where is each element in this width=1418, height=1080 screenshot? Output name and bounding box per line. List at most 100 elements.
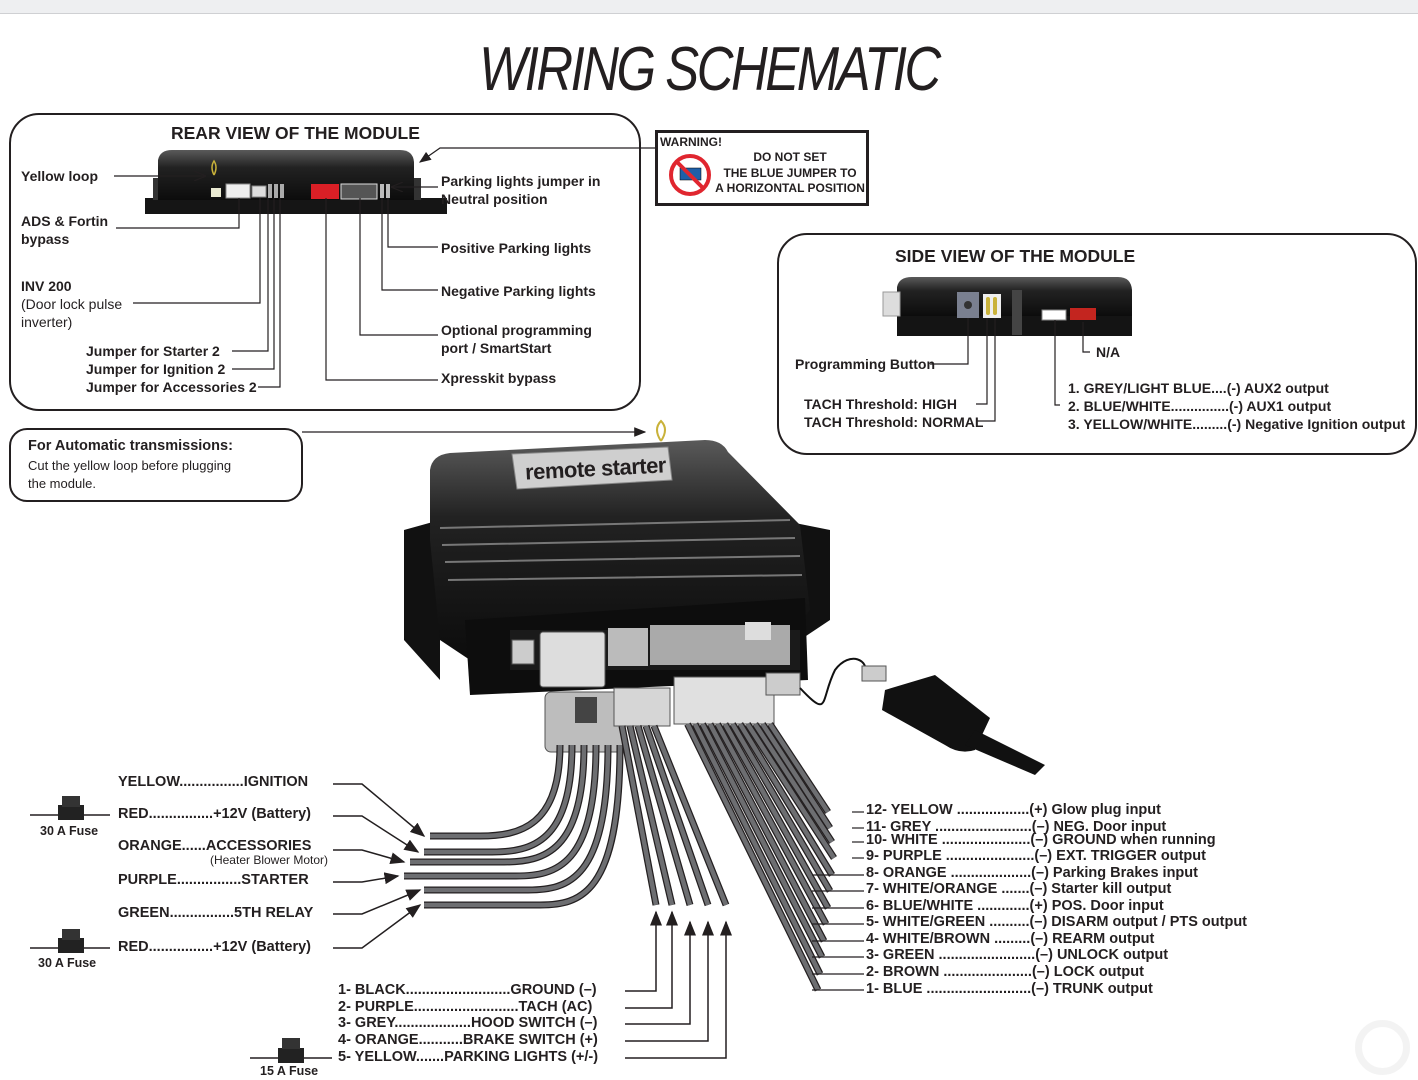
wire-function: +12V (Battery) xyxy=(213,806,311,822)
pin12-wire-label: 11- GREY ........................(–) NEG… xyxy=(866,819,1166,836)
label-parking-jumper-line2: Neutral position xyxy=(441,191,548,207)
pin12-wire-core xyxy=(700,722,825,959)
label-parking-jumper: Parking lights jumper in Neutral positio… xyxy=(441,172,600,208)
side-output-wire: 3. YELLOW/WHITE......... xyxy=(1068,416,1228,432)
pin12-wire-label: 7- WHITE/ORANGE .......(–) Starter kill … xyxy=(866,881,1171,898)
wire-function: TACH (AC) xyxy=(518,998,593,1015)
power-wire-label: RED................+12V (Battery) xyxy=(118,806,328,823)
rear-module-graphic xyxy=(145,150,447,214)
power-wire-label: PURPLE................STARTER xyxy=(118,872,328,889)
pin5-wire-core xyxy=(643,725,711,906)
label-inv200: INV 200 (Door lock pulse inverter) xyxy=(21,277,122,331)
side-view-heading: SIDE VIEW OF THE MODULE xyxy=(895,246,1136,266)
pin5-wire-core xyxy=(619,725,659,906)
label-jumper-ignition2: Jumper for Ignition 2 xyxy=(86,361,226,377)
wire-color: 1- BLUE .......................... xyxy=(866,981,1032,997)
pin12-wire-label: 6- BLUE/WHITE .............(+) POS. Door… xyxy=(866,898,1164,915)
side-output-function: (-) AUX1 output xyxy=(1229,398,1332,414)
pin12-wire-label: 2- BROWN ......................(–) LOCK … xyxy=(866,964,1144,981)
pin12-wire-core xyxy=(715,722,828,926)
pin12-wire-core xyxy=(738,722,834,877)
wire-color: 5- YELLOW....... xyxy=(338,1048,445,1065)
power-wire-label: RED................+12V (Battery) xyxy=(118,939,328,956)
side-view-panel xyxy=(777,233,1417,455)
side-output-wire: 2. BLUE/WHITE............... xyxy=(1068,398,1230,414)
pin5-wire-core xyxy=(635,725,693,906)
warning-box xyxy=(655,130,869,206)
label-programming-port: Optional programming port / SmartStart xyxy=(441,321,592,357)
wire-function: (+) Glow plug input xyxy=(1029,802,1161,818)
pin12-wire-core xyxy=(745,722,836,860)
pin12-wire-label: 3- GREEN ........................(–) UNL… xyxy=(866,947,1168,964)
wire-color: RED................ xyxy=(118,939,214,955)
pin12-wire-label: 10- WHITE ......................(–) GROU… xyxy=(866,832,1216,849)
pin5-wire-label: 5- YELLOW.......PARKING LIGHTS (+/-) xyxy=(338,1049,598,1066)
remote-starter-module-graphic xyxy=(404,440,830,695)
pin12-wire-core xyxy=(708,722,826,943)
wire-color: 12- YELLOW .................. xyxy=(866,802,1030,818)
wire-color: 9- PURPLE ...................... xyxy=(866,848,1035,864)
label-programming-port-line2: port / SmartStart xyxy=(441,340,552,356)
power-wire-core xyxy=(424,744,623,908)
yellow-loop-graphic xyxy=(656,419,666,442)
warning-line2: THE BLUE JUMPER TO xyxy=(723,165,857,180)
wire-function: (+) POS. Door input xyxy=(1029,898,1164,914)
label-programming-button: Programming Button xyxy=(795,356,935,372)
watermark-logo xyxy=(1355,1020,1410,1075)
wire-function: (–) EXT. TRIGGER output xyxy=(1034,848,1206,864)
wire-color: 8- ORANGE .................... xyxy=(866,865,1032,881)
pin5-wire-label: 2- PURPLE..........................TACH … xyxy=(338,999,592,1016)
label-inv200-line3: inverter) xyxy=(21,314,73,330)
label-tach-high: TACH Threshold: HIGH xyxy=(804,396,957,412)
auto-note-heading: For Automatic transmissions: xyxy=(28,438,233,454)
wire-color: 4- WHITE/BROWN ......... xyxy=(866,931,1031,947)
wire-function: BRAKE SWITCH (+) xyxy=(462,1032,598,1049)
rear-view-heading: REAR VIEW OF THE MODULE xyxy=(171,123,420,143)
pin5-wire-core xyxy=(651,725,729,906)
wire-function: HOOD SWITCH (–) xyxy=(470,1015,598,1032)
label-jumper-accessories2: Jumper for Accessories 2 xyxy=(86,379,257,395)
pin12-wire-core xyxy=(723,722,830,910)
fuse-label-3: 15 A Fuse xyxy=(260,1064,319,1078)
power-wire-core xyxy=(424,744,611,893)
auto-note-line1: Cut the yellow loop before plugging xyxy=(28,458,232,473)
fuse-icon-1 xyxy=(30,796,110,820)
auto-note-line2: the module. xyxy=(28,476,96,491)
label-positive-parking: Positive Parking lights xyxy=(441,240,592,256)
power-wire-core xyxy=(404,744,599,879)
wire-function: PARKING LIGHTS (+/-) xyxy=(444,1048,599,1065)
harness-5pin-leaders xyxy=(625,910,732,1059)
wire-function: IGNITION xyxy=(243,774,309,790)
wire-color: 1- BLACK.......................... xyxy=(338,982,511,998)
wire-function: 5TH RELAY xyxy=(234,905,314,921)
side-output-item: 1. GREY/LIGHT BLUE....(-) AUX2 output xyxy=(1068,379,1405,397)
wire-function: STARTER xyxy=(241,872,309,888)
pin12-wire-label: 5- WHITE/GREEN ..........(–) DISARM outp… xyxy=(866,914,1247,931)
label-inv200-line2: (Door lock pulse xyxy=(21,296,123,312)
power-wire-label: GREEN................5TH RELAY xyxy=(118,905,328,922)
side-output-function: (-) Negative Ignition output xyxy=(1227,416,1406,432)
wire-function: (–) TRUNK output xyxy=(1031,981,1153,997)
wire-color: RED................ xyxy=(118,806,214,822)
pin12-wire-label: 4- WHITE/BROWN .........(–) REARM output xyxy=(866,931,1154,948)
label-xpresskit: Xpresskit bypass xyxy=(441,370,557,386)
wire-color: 6- BLUE/WHITE ............. xyxy=(866,898,1030,914)
wire-color: YELLOW................ xyxy=(118,774,244,790)
warning-line1: DO NOT SET xyxy=(753,150,827,164)
label-jumper-starter2: Jumper for Starter 2 xyxy=(86,343,220,359)
wire-color: 3- GREY................... xyxy=(338,1015,471,1032)
pin12-wire-core xyxy=(760,722,832,830)
pin5-wire-label: 1- BLACK..........................GROUND… xyxy=(338,982,597,999)
wire-color: 2- PURPLE.......................... xyxy=(338,998,519,1015)
pin5-wire-label: 3- GREY...................HOOD SWITCH (–… xyxy=(338,1015,597,1032)
label-inv200-title: INV 200 xyxy=(21,278,72,294)
power-wire-core xyxy=(424,744,575,855)
warning-text: DO NOT SET THE BLUE JUMPER TO A HORIZONT… xyxy=(715,150,865,197)
warning-heading: WARNING! xyxy=(660,135,722,149)
auto-transmission-note xyxy=(9,428,303,502)
power-wire-label: ORANGE......ACCESSORIES(Heater Blower Mo… xyxy=(118,838,328,866)
wire-color: 11- GREY ........................ xyxy=(866,819,1032,835)
label-parking-jumper-line1: Parking lights jumper in xyxy=(441,173,601,189)
side-view-leader-lines xyxy=(930,318,1090,422)
